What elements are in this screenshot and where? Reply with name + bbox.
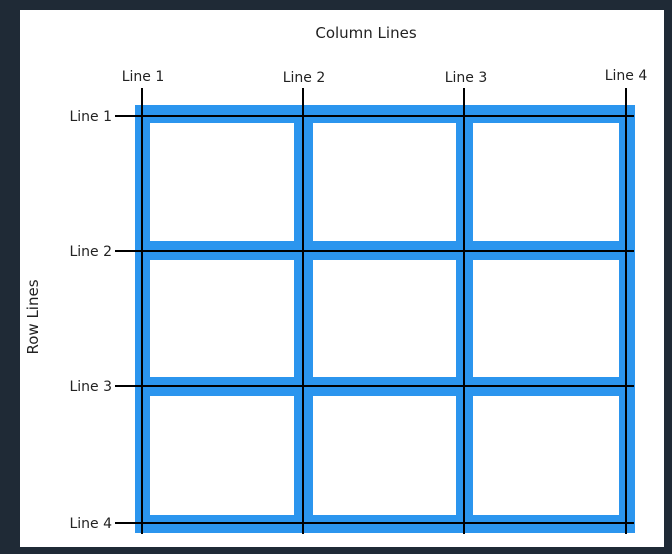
column-lines-title: Column Lines	[315, 24, 416, 42]
grid-cell	[313, 260, 456, 377]
grid-cell	[473, 123, 619, 241]
column-line-2-label: Line 2	[283, 70, 326, 86]
row-line-1-label: Line 1	[69, 109, 112, 125]
grid-cell	[150, 260, 294, 377]
column-line-1-label: Line 1	[122, 69, 165, 85]
grid-lines-diagram: Column Lines Row Lines Line 1 Line 2 Lin…	[24, 24, 648, 534]
row-lines	[115, 115, 634, 524]
column-line-3-label: Line 3	[445, 70, 488, 86]
row-lines-title: Row Lines	[24, 279, 42, 354]
row-line-4-label: Line 4	[69, 516, 112, 532]
diagram-frame: Column Lines Row Lines Line 1 Line 2 Lin…	[20, 10, 664, 547]
grid-cells	[150, 123, 619, 515]
row-line-2-label: Line 2	[69, 244, 112, 260]
grid-cell	[313, 396, 456, 515]
grid-cell	[150, 396, 294, 515]
grid-cell	[313, 123, 456, 241]
column-line-4-label: Line 4	[605, 68, 648, 84]
grid-cell	[473, 260, 619, 377]
column-lines	[141, 88, 627, 534]
row-line-3-label: Line 3	[69, 379, 112, 395]
grid-cell	[473, 396, 619, 515]
grid-cell	[150, 123, 294, 241]
